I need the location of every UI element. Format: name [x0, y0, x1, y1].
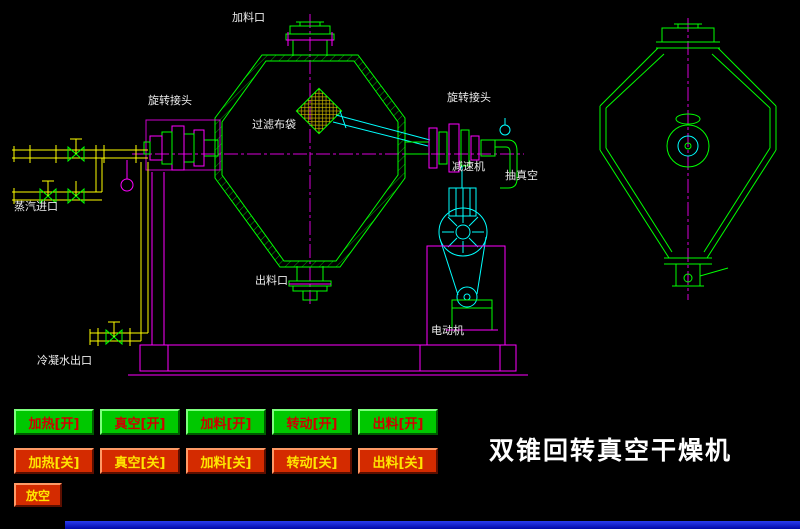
feed-port: [285, 21, 335, 56]
left-rotary-joint: [143, 119, 221, 171]
feed-off-button[interactable]: 加料[关]: [186, 448, 266, 474]
label-rotary-joint-right: 旋转接头: [447, 91, 491, 104]
label-condensate-outlet: 冷凝水出口: [37, 354, 92, 367]
label-steam-inlet: 蒸汽进口: [14, 200, 58, 213]
left-support: [151, 172, 165, 345]
label-motor: 电动机: [431, 324, 464, 337]
steam-piping: [12, 138, 148, 205]
discharge-port: [288, 266, 332, 301]
label-reducer: 减速机: [452, 160, 485, 173]
heat-on-button[interactable]: 加热[开]: [14, 409, 94, 435]
label-discharge-port: 出料口: [255, 274, 288, 287]
front-view-vessel: [214, 54, 406, 268]
schematic-drawing: [12, 14, 777, 376]
machine-title: 双锥回转真空干燥机: [489, 436, 733, 465]
rotate-off-button[interactable]: 转动[关]: [272, 448, 352, 474]
side-view-vessel: [599, 23, 777, 287]
label-rotary-joint-left: 旋转接头: [148, 94, 192, 107]
label-feed-port: 加料口: [232, 11, 265, 24]
belt-drive: [438, 207, 488, 308]
rotate-on-button[interactable]: 转动[开]: [272, 409, 352, 435]
condensate-piping: [89, 162, 149, 346]
discharge-off-button[interactable]: 出料[关]: [358, 448, 438, 474]
filter-bag: [295, 87, 431, 147]
pressure-gauge-icon: [120, 160, 134, 192]
label-filter-bag: 过滤布袋: [252, 118, 296, 131]
label-vacuum-suction: 抽真空: [505, 169, 538, 182]
base-frame: [128, 344, 528, 376]
vacuum-on-button[interactable]: 真空[开]: [100, 409, 180, 435]
vent-button[interactable]: 放空: [14, 483, 62, 507]
taskbar-strip: [65, 521, 800, 529]
vacuum-off-button[interactable]: 真空[关]: [100, 448, 180, 474]
motor-box: [446, 299, 498, 331]
discharge-on-button[interactable]: 出料[开]: [358, 409, 438, 435]
right-rotary-joint: [404, 123, 496, 173]
heat-off-button[interactable]: 加热[关]: [14, 448, 94, 474]
vacuum-pipe: [495, 118, 518, 189]
feed-on-button[interactable]: 加料[开]: [186, 409, 266, 435]
